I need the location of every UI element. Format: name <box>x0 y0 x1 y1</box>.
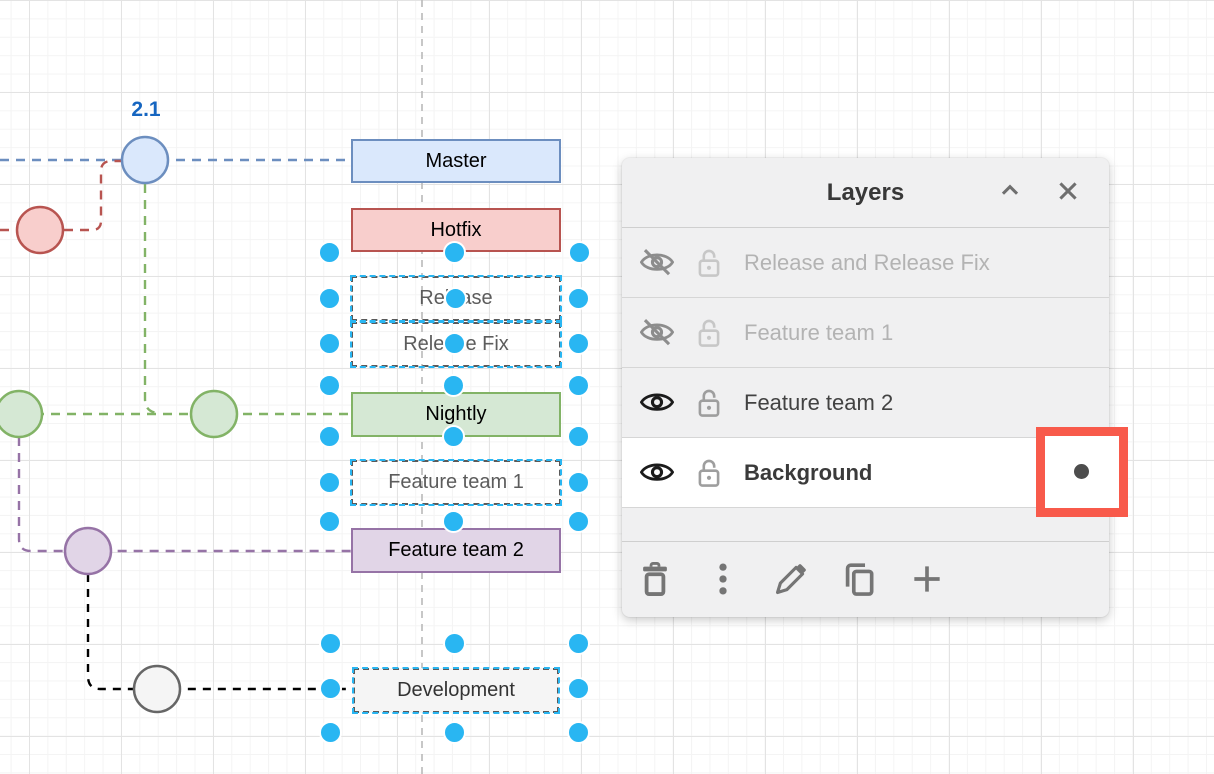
annotation-highlight-rect <box>1036 427 1128 517</box>
layer-row-feature-team-1[interactable]: Feature team 1 <box>622 298 1109 368</box>
unlock-icon[interactable] <box>696 457 722 488</box>
eye-off-icon[interactable] <box>640 318 674 346</box>
eye-icon[interactable] <box>640 458 674 486</box>
branch-version-label: 2.1 <box>131 98 161 121</box>
panel-spacer <box>622 508 1109 542</box>
selection-handle[interactable] <box>568 241 591 264</box>
selection-handle[interactable] <box>444 287 467 310</box>
node-feature-team-2[interactable]: Feature team 2 <box>351 528 561 573</box>
unlock-icon[interactable] <box>696 247 722 278</box>
eye-icon[interactable] <box>640 388 674 416</box>
edit-icon[interactable] <box>772 560 810 598</box>
edge-feature2-branch[interactable] <box>17 437 351 553</box>
selection-handle[interactable] <box>318 287 341 310</box>
edge-nightly-drop[interactable] <box>143 184 159 415</box>
selection-handle[interactable] <box>567 632 590 655</box>
selection-handle[interactable] <box>443 721 466 744</box>
more-vertical-icon[interactable] <box>704 560 742 598</box>
close-icon[interactable] <box>1055 178 1081 204</box>
collapse-icon[interactable] <box>997 178 1023 204</box>
trash-icon[interactable] <box>636 560 674 598</box>
duplicate-icon[interactable] <box>840 560 878 598</box>
commit-node-hotfix[interactable] <box>15 205 65 255</box>
layer-label: Feature team 2 <box>744 389 894 415</box>
layer-row-background[interactable]: Background <box>622 438 1109 508</box>
selection-handle[interactable] <box>318 332 341 355</box>
selection-handle[interactable] <box>567 721 590 744</box>
edge-development-branch[interactable] <box>86 574 353 691</box>
selection-handle[interactable] <box>319 721 342 744</box>
selection-handle[interactable] <box>443 241 466 264</box>
layer-row-release-and-release-fix[interactable]: Release and Release Fix <box>622 228 1109 298</box>
add-icon[interactable] <box>908 560 946 598</box>
layers-panel-toolbar <box>622 542 1109 615</box>
selection-handle[interactable] <box>318 241 341 264</box>
selection-handle[interactable] <box>567 677 590 700</box>
selection-handle[interactable] <box>318 374 341 397</box>
layer-row-feature-team-2[interactable]: Feature team 2 <box>622 368 1109 438</box>
unlock-icon[interactable] <box>696 317 722 348</box>
selection-handle[interactable] <box>318 471 341 494</box>
selection-handle[interactable] <box>567 471 590 494</box>
node-feature-team-1[interactable]: Feature team 1 <box>350 459 562 506</box>
unlock-icon[interactable] <box>696 387 722 418</box>
layer-label: Release and Release Fix <box>744 249 990 275</box>
commit-node-nightly-2[interactable] <box>189 389 239 439</box>
selection-handle[interactable] <box>443 332 466 355</box>
node-development[interactable]: Development <box>352 667 560 714</box>
commit-node-nightly-1[interactable] <box>0 389 44 439</box>
layer-label: Feature team 1 <box>744 319 894 345</box>
selection-handle[interactable] <box>442 510 465 533</box>
selection-handle[interactable] <box>319 632 342 655</box>
selection-handle[interactable] <box>318 425 341 448</box>
selection-handle[interactable] <box>567 510 590 533</box>
selection-handle[interactable] <box>567 374 590 397</box>
eye-off-icon[interactable] <box>640 248 674 276</box>
selection-handle[interactable] <box>567 425 590 448</box>
layers-panel-title: Layers <box>826 178 905 206</box>
layers-panel: Layers Release and Release Fix <box>622 158 1109 617</box>
commit-node-master[interactable] <box>120 135 170 185</box>
layers-panel-header: Layers <box>622 158 1109 228</box>
edge-hotfix-branch[interactable] <box>0 159 122 232</box>
selection-handle[interactable] <box>567 287 590 310</box>
node-master[interactable]: Master <box>351 139 561 183</box>
selection-handle[interactable] <box>319 677 342 700</box>
current-layer-indicator-dot <box>1074 464 1089 479</box>
selection-handle[interactable] <box>567 332 590 355</box>
selection-handle[interactable] <box>442 374 465 397</box>
selection-handle[interactable] <box>318 510 341 533</box>
layer-label: Background <box>744 459 873 485</box>
selection-handle[interactable] <box>443 632 466 655</box>
selection-handle[interactable] <box>442 425 465 448</box>
commit-node-development[interactable] <box>132 664 182 714</box>
commit-node-feature2[interactable] <box>63 526 113 576</box>
